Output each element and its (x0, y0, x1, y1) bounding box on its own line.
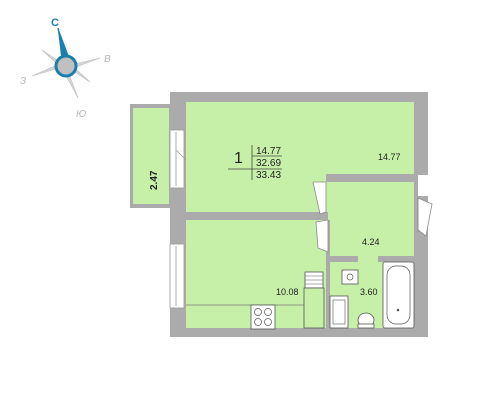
kitchen-sink-icon (304, 271, 324, 289)
room-count-label: 1 (234, 150, 243, 167)
bathroom-area-label: 3.60 (360, 287, 378, 297)
kitchen-area-label: 10.08 (276, 287, 299, 297)
total-area-value: 32.69 (256, 158, 281, 169)
bathroom-door-icon (358, 256, 378, 262)
kitchen-door-icon (315, 219, 329, 253)
balcony-door-icon (169, 129, 185, 189)
compass-south-label: Ю (76, 109, 86, 120)
balcony-area-label: 2.47 (149, 170, 160, 190)
living-room-door-icon (312, 181, 327, 215)
compass: С В Ю З (20, 17, 111, 120)
kitchen-cabinet-icon (303, 287, 325, 329)
doors (312, 181, 433, 262)
bathtub-icon (382, 261, 415, 329)
hallway (326, 182, 414, 256)
stove-icon (250, 304, 276, 330)
compass-ring-icon (54, 54, 78, 78)
washing-machine-icon (329, 295, 349, 329)
area-summary: 1 14.77 32.69 33.43 (228, 145, 282, 181)
toilet-icon (357, 312, 375, 329)
living-area-value: 14.77 (256, 146, 281, 157)
compass-north-label: С (51, 17, 59, 29)
bathroom-sink-icon (341, 269, 359, 285)
living-room-area-label: 14.77 (378, 152, 401, 162)
total-with-balcony-value: 33.43 (256, 170, 281, 181)
kitchen-window-icon (169, 243, 185, 309)
compass-west-label: З (20, 76, 26, 87)
hallway-area-label: 4.24 (362, 237, 380, 247)
entrance-door-icon (417, 197, 433, 237)
balcony: 2.47 (130, 104, 187, 208)
compass-east-label: В (104, 54, 111, 65)
